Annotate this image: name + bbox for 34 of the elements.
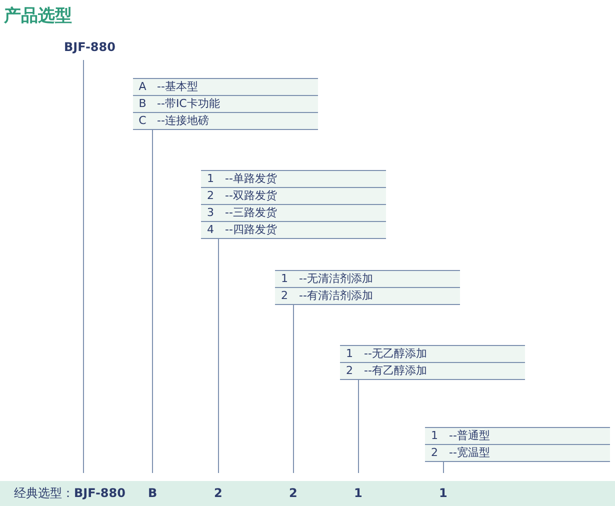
example-value: 1 (439, 486, 448, 501)
option-code: 3 (206, 205, 215, 221)
option-text: --带IC卡功能 (157, 96, 220, 112)
option-code: B (138, 96, 148, 112)
option-code: 4 (206, 222, 215, 238)
option-text: --无乙醇添加 (364, 346, 427, 362)
option-text: --无清洁剂添加 (299, 271, 373, 287)
example-value: 2 (214, 486, 222, 501)
option-code: C (138, 113, 148, 129)
option-code: 2 (430, 445, 439, 461)
example-value: 2 (289, 486, 298, 501)
option-text: --四路发货 (225, 222, 277, 238)
option-code: 1 (430, 428, 439, 444)
option-code: 1 (345, 346, 354, 362)
option-code: 2 (206, 188, 215, 204)
option-text: --有清洁剂添加 (299, 288, 373, 304)
example-value: 1 (354, 486, 362, 501)
option-text: --有乙醇添加 (364, 363, 427, 379)
option-code: 1 (280, 271, 289, 287)
option-text: --连接地磅 (157, 113, 209, 129)
option-text: --普通型 (449, 428, 490, 444)
option-text: --基本型 (157, 79, 198, 95)
option-code: 2 (280, 288, 289, 304)
page-title: 产品选型 (4, 5, 72, 27)
option-code: 2 (345, 363, 354, 379)
option-text: --单路发货 (225, 171, 277, 187)
model-code: BJF-880 (64, 40, 116, 54)
option-code: A (138, 79, 148, 95)
option-text: --三路发货 (225, 205, 277, 221)
example-value: B (148, 486, 158, 501)
option-code: 1 (206, 171, 215, 187)
example-caption: 经典选型：BJF-880 (14, 486, 126, 501)
option-text: --双路发货 (225, 188, 277, 204)
option-text: --宽温型 (449, 445, 490, 461)
